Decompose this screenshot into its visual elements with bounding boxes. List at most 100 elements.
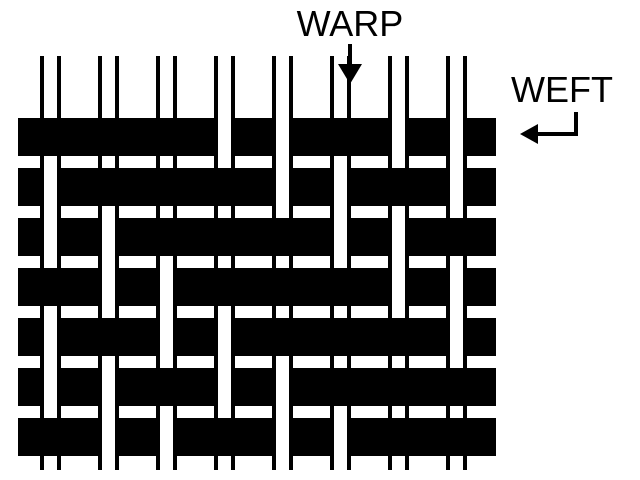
warp-thread-edge (330, 418, 334, 456)
weft-thread (18, 268, 496, 306)
warp-thread-edge (463, 56, 467, 470)
warp-thread-edge (98, 218, 102, 256)
warp-thread-edge (115, 418, 119, 456)
warp-thread-edge (446, 318, 450, 356)
warp-thread-edge (388, 268, 392, 306)
warp-over-weft-window (102, 368, 115, 406)
warp-thread-edge (173, 318, 177, 356)
warp-thread-edge (98, 56, 102, 470)
warp-thread-edge (214, 318, 218, 356)
warp-thread-edge (57, 56, 61, 470)
warp-thread-edge (405, 118, 409, 156)
warp-thread-edge (330, 168, 334, 206)
warp-thread-edge (156, 318, 160, 356)
weft-thread (18, 168, 496, 206)
warp-thread-edge (388, 56, 392, 470)
warp-thread-edge (156, 268, 160, 306)
warp-over-weft-window (218, 118, 231, 156)
warp-thread-edge (173, 418, 177, 456)
warp-thread-edge (214, 368, 218, 406)
warp-over-weft-window (392, 118, 405, 156)
warp-label-group: WARP (297, 3, 403, 84)
warp-thread-edge (40, 318, 44, 356)
warp-over-weft-window (334, 418, 347, 456)
warp-thread-edge (57, 168, 61, 206)
weft-label: WEFT (511, 69, 613, 110)
warp-thread-edge (405, 268, 409, 306)
warp-over-weft-window (102, 268, 115, 306)
warp-thread-edge (40, 56, 44, 470)
warp-over-weft-window (102, 218, 115, 256)
warp-over-weft-window (44, 168, 57, 206)
warp-thread-edge (272, 168, 276, 206)
warp-thread-edge (405, 56, 409, 470)
warp-thread-edge (463, 168, 467, 206)
warp-thread-edge (156, 418, 160, 456)
warp-thread-edge (115, 268, 119, 306)
warp-thread-edge (463, 118, 467, 156)
warp-over-weft-window (334, 218, 347, 256)
warp-over-weft-window (218, 318, 231, 356)
weft-thread (18, 118, 496, 156)
warp-thread-edge (98, 368, 102, 406)
warp-thread-edge (388, 118, 392, 156)
warp-thread-edge (289, 118, 293, 156)
warp-over-weft-window (450, 118, 463, 156)
warp-thread-edge (40, 218, 44, 256)
warp-thread-edge (115, 218, 119, 256)
warp-thread-edge (57, 218, 61, 256)
warp-over-weft-window (44, 318, 57, 356)
warp-thread-edge (388, 218, 392, 256)
warp-thread-edge (98, 418, 102, 456)
warp-thread-edge (289, 368, 293, 406)
warp-over-weft-window (276, 368, 289, 406)
warp-thread-edge (156, 56, 160, 470)
warp-thread-edge (214, 56, 218, 470)
warp-over-weft-window (392, 268, 405, 306)
warp-over-weft-window (44, 218, 57, 256)
warp-over-weft-window (450, 268, 463, 306)
weft-thread (18, 318, 496, 356)
warp-thread-edge (272, 118, 276, 156)
warp-thread-edge (463, 318, 467, 356)
warp-thread-edge (330, 218, 334, 256)
weft-label-group: WEFT (511, 69, 613, 144)
warp-thread-edge (347, 418, 351, 456)
warp-thread-edge (272, 56, 276, 470)
warp-over-weft-window (276, 418, 289, 456)
weft-thread (18, 218, 496, 256)
warp-thread-edge (40, 368, 44, 406)
warp-thread-edge (214, 118, 218, 156)
warp-thread-edge (231, 56, 235, 470)
arrow-down-icon (338, 44, 362, 84)
warp-thread-edge (272, 418, 276, 456)
warp-thread-edge (57, 368, 61, 406)
warp-thread-edge (40, 168, 44, 206)
warp-thread-edge (446, 168, 450, 206)
warp-thread-edge (347, 56, 351, 470)
warp-over-weft-window (160, 318, 173, 356)
warp-thread-edge (446, 268, 450, 306)
warp-thread-edge (347, 168, 351, 206)
warp-thread-edge (231, 368, 235, 406)
warp-over-weft-window (334, 168, 347, 206)
warp-thread-edge (405, 218, 409, 256)
warp-thread-edge (115, 368, 119, 406)
warp-thread-edge (330, 56, 334, 470)
warp-thread-edge (173, 56, 177, 470)
weft-thread (18, 418, 496, 456)
warp-over-weft-window (392, 218, 405, 256)
warp-over-weft-window (276, 118, 289, 156)
warp-thread-edge (446, 56, 450, 470)
warp-thread-edge (115, 56, 119, 470)
warp-thread-edge (231, 118, 235, 156)
warp-thread-edge (289, 56, 293, 470)
thread-layer (18, 56, 496, 470)
warp-over-weft-window (160, 268, 173, 306)
warp-over-weft-window (160, 418, 173, 456)
warp-thread-edge (57, 318, 61, 356)
warp-thread-edge (272, 368, 276, 406)
warp-thread-edge (347, 218, 351, 256)
warp-over-weft-window (218, 368, 231, 406)
